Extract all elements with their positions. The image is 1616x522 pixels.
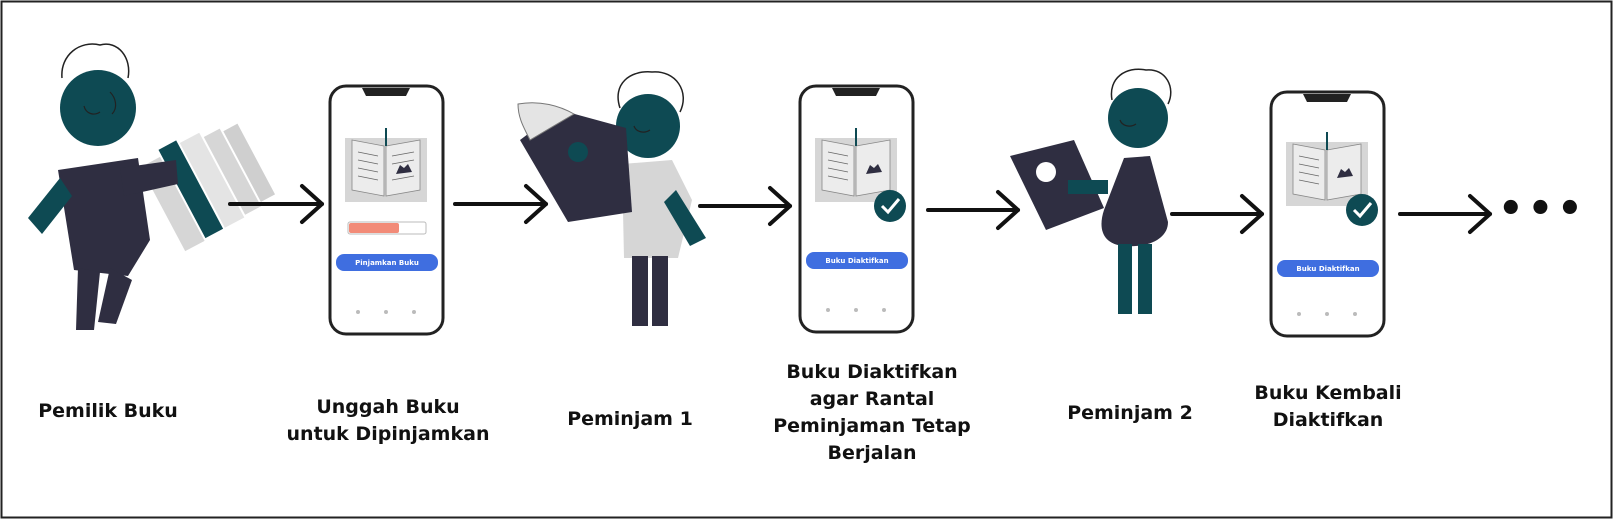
arrow-right-icon [1398,194,1492,234]
phone-check-icon: Buku Diaktifkan [798,84,915,334]
label-line: Berjalan [827,442,917,464]
button-label: Pinjamkan Buku [355,259,419,267]
label-line: Pemilik Buku [38,400,178,422]
label-unggah-buku: Unggah Buku untuk Dipinjamkan [270,394,506,448]
ellipsis-icon: ••• [1498,186,1587,232]
pinjamkan-buku-button [336,254,438,271]
label-line: untuk Dipinjamkan [286,423,490,445]
label-line: Diaktifkan [1272,409,1384,431]
person-reading-icon [1010,68,1172,314]
label-line: Peminjam 2 [1067,402,1193,424]
button-label: Buku Diaktifkan [1296,265,1359,273]
label-line: Buku Diaktifkan [786,361,958,383]
arrow-right-icon [228,184,324,224]
button-label: Buku Diaktifkan [825,257,888,265]
label-line: Peminjaman Tetap [773,415,971,437]
buku-diaktifkan-button [806,252,908,269]
label-line: agar Rantal [809,388,935,410]
label-peminjam-1: Peminjam 1 [540,406,720,433]
label-line: Peminjam 1 [567,408,693,430]
buku-diaktifkan-button [1277,260,1379,277]
arrow-right-icon [698,186,792,226]
person-holding-books-icon [28,43,276,330]
arrow-right-icon [453,184,548,224]
label-line: Unggah Buku [316,396,460,418]
phone-check-icon: Buku Diaktifkan [1269,90,1386,338]
phone-upload-icon: Pinjamkan Buku [328,84,445,336]
label-buku-diaktifkan: Buku Diaktifkan agar Rantal Peminjaman T… [748,359,996,467]
label-peminjam-2: Peminjam 2 [1040,400,1220,427]
label-pemilik-buku: Pemilik Buku [8,398,208,425]
arrow-right-icon [1170,194,1264,234]
label-line: Buku Kembali [1254,382,1402,404]
person-reading-icon [517,71,706,326]
arrow-right-icon [926,190,1020,230]
label-buku-kembali-diaktifkan: Buku Kembali Diaktifkan [1222,380,1434,434]
